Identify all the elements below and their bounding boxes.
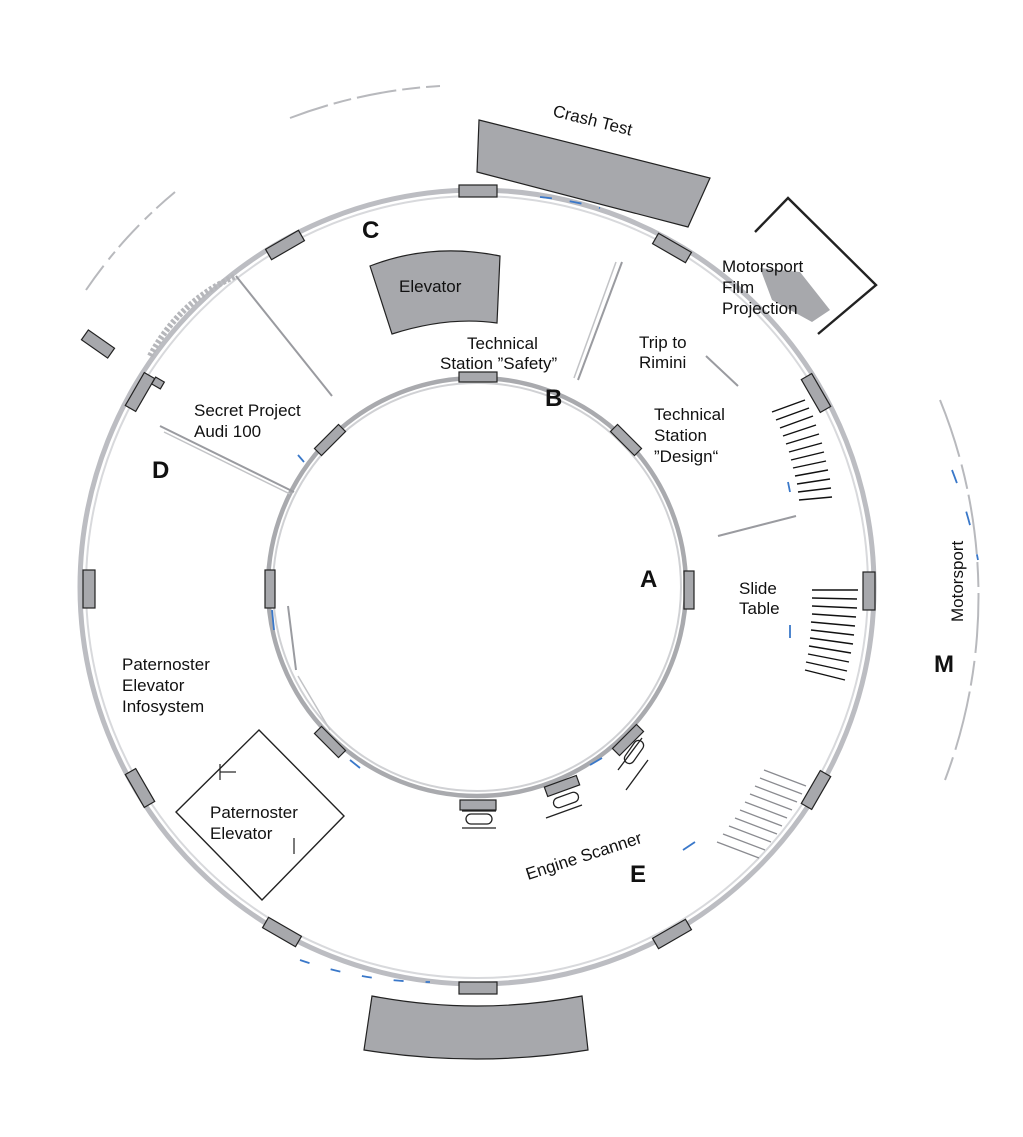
hatch-slide-table (804, 589, 858, 681)
crash-test-label: Crash Test (551, 101, 634, 139)
tech-design-label-1: Technical (654, 405, 725, 424)
wall-accent-1 (539, 196, 601, 209)
tech-safety-label-2: Station ”Safety” (440, 354, 558, 373)
inner-slot (543, 774, 581, 798)
partition-d-2 (163, 431, 291, 495)
paternoster-elevator-label-1: Paternoster (210, 803, 298, 822)
partition-inner-2 (297, 675, 331, 731)
outer-arc-top (289, 85, 441, 119)
wall-slot (862, 571, 876, 611)
paternoster-elevator-label-2: Elevator (210, 824, 273, 843)
partition-inner-1 (287, 605, 297, 671)
outer-arc-right-blue (951, 469, 979, 561)
zone-letter-m: M (934, 651, 954, 678)
outer-wall-slots (80, 184, 876, 995)
inner-slot (459, 799, 497, 811)
inner-slot (313, 423, 347, 457)
secret-project-label-1: Secret Project (194, 401, 301, 420)
paternoster-info-label-2: Elevator (122, 676, 185, 695)
partition-c-1 (235, 275, 333, 397)
zone-letter-b: B (545, 385, 562, 412)
zone-letter-c: C (362, 217, 379, 244)
film-projection-screen (760, 268, 830, 322)
slide-table-label-1: Slide (739, 579, 777, 598)
inner-slot (609, 423, 643, 457)
hatch-design (771, 399, 833, 501)
elevator-panel (369, 250, 501, 335)
zone-letter-e: E (630, 861, 646, 888)
inner-slot (313, 725, 347, 759)
partition-b-1 (577, 261, 623, 381)
partition-b-2 (573, 261, 617, 379)
partition-a-1 (717, 515, 797, 537)
trip-label-1: Trip to (639, 333, 687, 352)
wall-accent-8 (787, 481, 791, 493)
wall-slot (150, 376, 166, 390)
inner-slot (611, 723, 645, 757)
wall-slot (800, 769, 832, 811)
trip-label-2: Rimini (639, 353, 686, 372)
crash-test-panel (476, 119, 711, 228)
wall-slot (800, 372, 832, 414)
zone-letter-d: D (152, 457, 169, 484)
partition-d-1 (159, 425, 295, 493)
film-projection-label-3: Projection (722, 299, 798, 318)
hatch-engine (716, 769, 807, 859)
wall-slot (80, 329, 116, 359)
wall-slot (124, 371, 156, 413)
secret-project-label-2: Audi 100 (194, 422, 261, 441)
wall-accent-5 (589, 757, 603, 766)
tech-safety-label-1: Technical (467, 334, 538, 353)
slide-table-label-2: Table (739, 599, 780, 618)
wall-slot (651, 918, 693, 950)
paternoster-info-label-3: Infosystem (122, 697, 204, 716)
wall-accent-4 (349, 759, 361, 769)
engine-scanner-pods (462, 737, 649, 829)
wall-accent-6 (297, 454, 305, 463)
partition-left-arc (147, 273, 238, 358)
engine-scanner-label: Engine Scanner (523, 828, 644, 884)
tech-design-label-3: ”Design“ (654, 447, 719, 466)
wall-slot (458, 981, 498, 995)
elevator-label: Elevator (399, 277, 462, 296)
wall-slot (458, 184, 498, 198)
film-projection-label-2: Film (722, 278, 754, 297)
wall-slot (124, 767, 156, 809)
inner-wall-line (272, 382, 682, 792)
inner-slot (683, 570, 695, 610)
film-projection-frame (754, 196, 878, 335)
paternoster-elevator-box (175, 729, 345, 902)
wall-slot (82, 569, 96, 609)
outer-arc-right (939, 399, 980, 781)
inner-slot (264, 569, 276, 609)
film-projection-label-1: Motorsport (722, 257, 804, 276)
tech-design-label-2: Station (654, 426, 707, 445)
wall-accent-3 (271, 609, 275, 631)
bottom-panel (363, 995, 589, 1060)
wall-accent-7 (682, 841, 696, 851)
wall-slot (264, 229, 306, 261)
inner-wall-slots (264, 371, 695, 811)
partition-trip (705, 355, 739, 387)
wall-slot (651, 232, 693, 264)
motorsport-label: Motorsport (948, 540, 967, 622)
wall-slot (261, 916, 303, 948)
zone-letter-a: A (640, 566, 657, 593)
paternoster-info-label-1: Paternoster (122, 655, 210, 674)
wall-accent-2 (299, 959, 431, 983)
inner-slot (458, 371, 498, 383)
outer-arc-left (85, 191, 176, 291)
